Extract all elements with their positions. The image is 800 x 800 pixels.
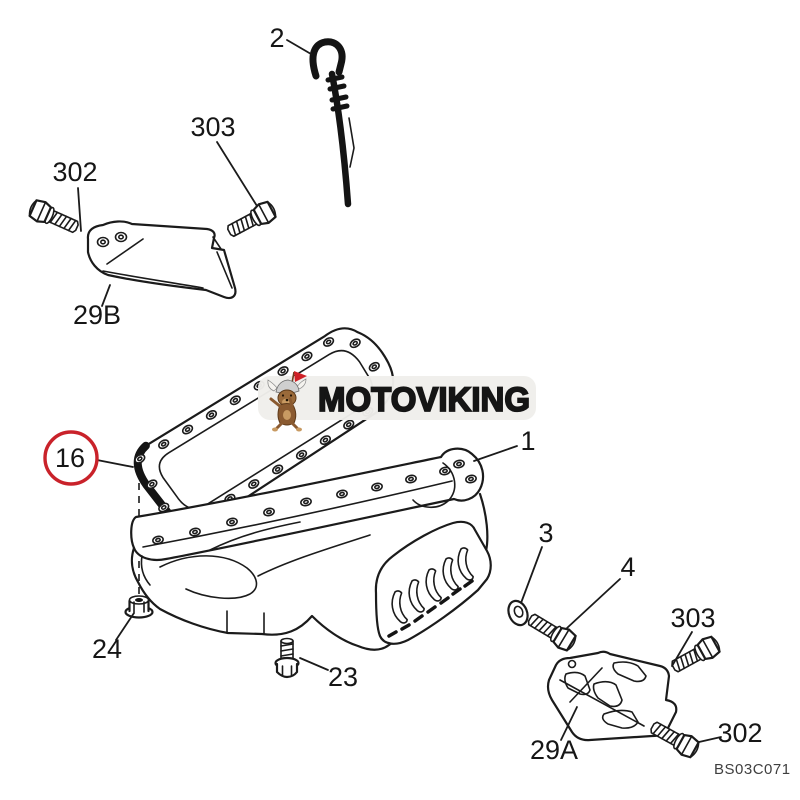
- leader-line-303-bottom: [671, 631, 693, 667]
- leader-line-4: [566, 578, 621, 629]
- bolt-303-top-drawing: [223, 197, 280, 243]
- leader-line-3: [520, 546, 543, 604]
- bolt-302-bottom-drawing: [646, 716, 703, 762]
- bracket-29b-drawing: [86, 220, 237, 300]
- nut-24-drawing: [124, 595, 154, 619]
- bolt-23-drawing: [274, 637, 300, 679]
- bracket-29a-drawing: [546, 650, 678, 742]
- callout-label-2: 2: [269, 23, 284, 53]
- viking-dog-mascot-icon: [267, 371, 307, 432]
- callout-label-24: 24: [92, 634, 122, 664]
- drawing-code-text: BS03C071: [714, 761, 791, 778]
- callout-label-16: 16: [55, 443, 85, 473]
- callout-16-highlight-circle: [43, 430, 99, 486]
- watermark-pill: [258, 376, 536, 420]
- leader-line-302-bottom: [698, 736, 722, 743]
- bolt-303-bottom-drawing: [667, 632, 724, 678]
- callout-label-302-bottom: 302: [717, 718, 762, 748]
- leader-lines: [77, 39, 722, 743]
- leader-line-302-top: [77, 187, 82, 232]
- callout-label-4: 4: [620, 552, 635, 582]
- leader-line-24: [115, 612, 135, 641]
- callout-label-23: 23: [328, 662, 358, 692]
- washer-3-drawing: [507, 599, 529, 627]
- callout-label-29b: 29B: [73, 300, 121, 330]
- callout-label-3: 3: [538, 518, 553, 548]
- callout-label-303-bottom: 303: [670, 603, 715, 633]
- callout-label-303-top: 303: [190, 112, 235, 142]
- oil-pan-1-drawing: [130, 447, 492, 651]
- bolt-302-top-drawing: [25, 196, 83, 239]
- callout-label-29a: 29A: [530, 735, 578, 765]
- motoviking-watermark: MOTOVIKING: [258, 371, 536, 432]
- leader-line-2: [286, 39, 312, 55]
- bolt-4-drawing: [523, 608, 580, 655]
- leader-line-29b: [101, 284, 111, 307]
- leader-line-303-top: [216, 141, 258, 207]
- leader-line-29a: [560, 706, 578, 741]
- dipstick-part-drawing: [309, 38, 355, 208]
- callout-label-302-top: 302: [52, 157, 97, 187]
- watermark-brand-text: MOTOVIKING: [318, 381, 530, 419]
- leader-line-16: [96, 459, 134, 468]
- leader-line-23: [299, 657, 329, 671]
- leader-line-1: [473, 445, 518, 462]
- callout-label-1: 1: [520, 426, 535, 456]
